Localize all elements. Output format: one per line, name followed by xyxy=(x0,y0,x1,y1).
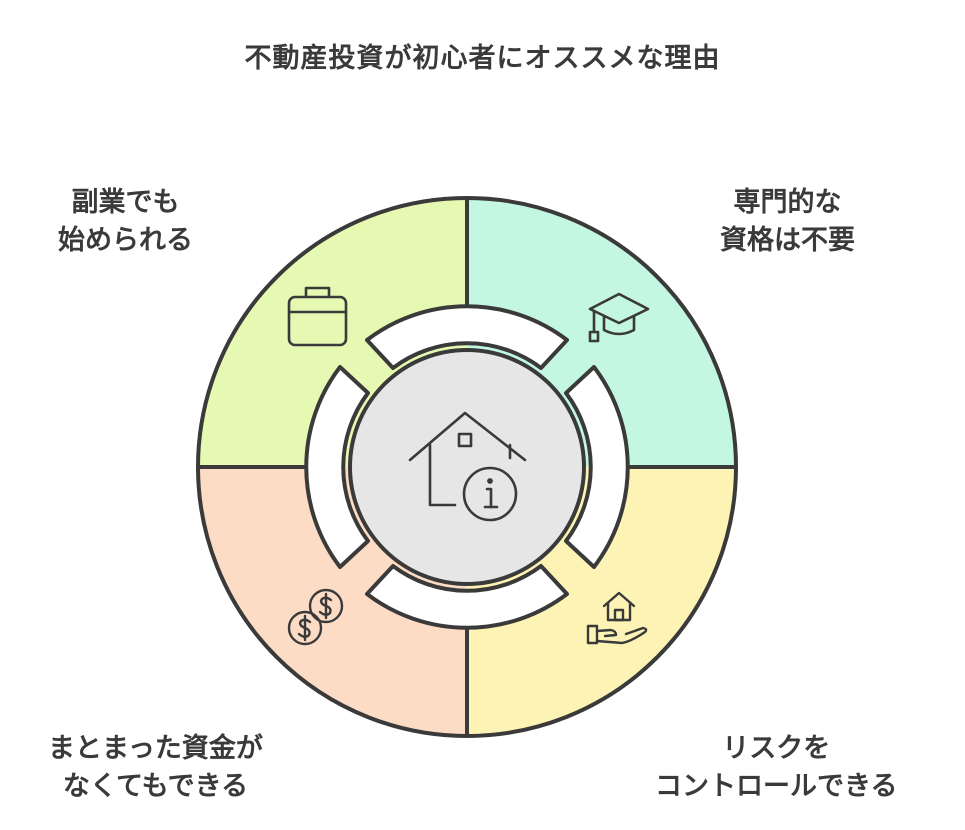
briefcase-icon xyxy=(287,286,348,347)
coins-icon xyxy=(287,588,344,646)
label-line: 資格は不要 xyxy=(720,225,855,256)
ring-arc-left xyxy=(304,365,370,569)
label-line: なくてもできる xyxy=(62,771,249,802)
label-line: 副業でも xyxy=(71,187,180,218)
center-disk xyxy=(348,348,586,586)
ring-arc-bottom xyxy=(365,564,569,630)
label-top-left: 副業でも 始められる xyxy=(58,184,193,260)
label-line: リスクを xyxy=(722,733,831,764)
house-info-icon xyxy=(408,411,527,522)
ring-arc-top xyxy=(365,304,569,370)
label-line: 始められる xyxy=(58,225,193,256)
diagram-title: 不動産投資が初心者にオススメな理由 xyxy=(244,43,721,74)
label-bottom-left: まとまった資金が なくてもできる xyxy=(48,730,263,806)
label-line: 専門的な xyxy=(733,187,842,218)
ring-arc-right xyxy=(564,365,630,569)
label-line: まとまった資金が xyxy=(48,733,263,764)
label-line: コントロールできる xyxy=(655,771,898,802)
label-bottom-right: リスクを コントロールできる xyxy=(655,730,897,806)
label-top-right: 専門的な 資格は不要 xyxy=(720,184,855,260)
graduation-cap-icon xyxy=(588,292,650,343)
house-in-hand-icon xyxy=(586,591,648,645)
